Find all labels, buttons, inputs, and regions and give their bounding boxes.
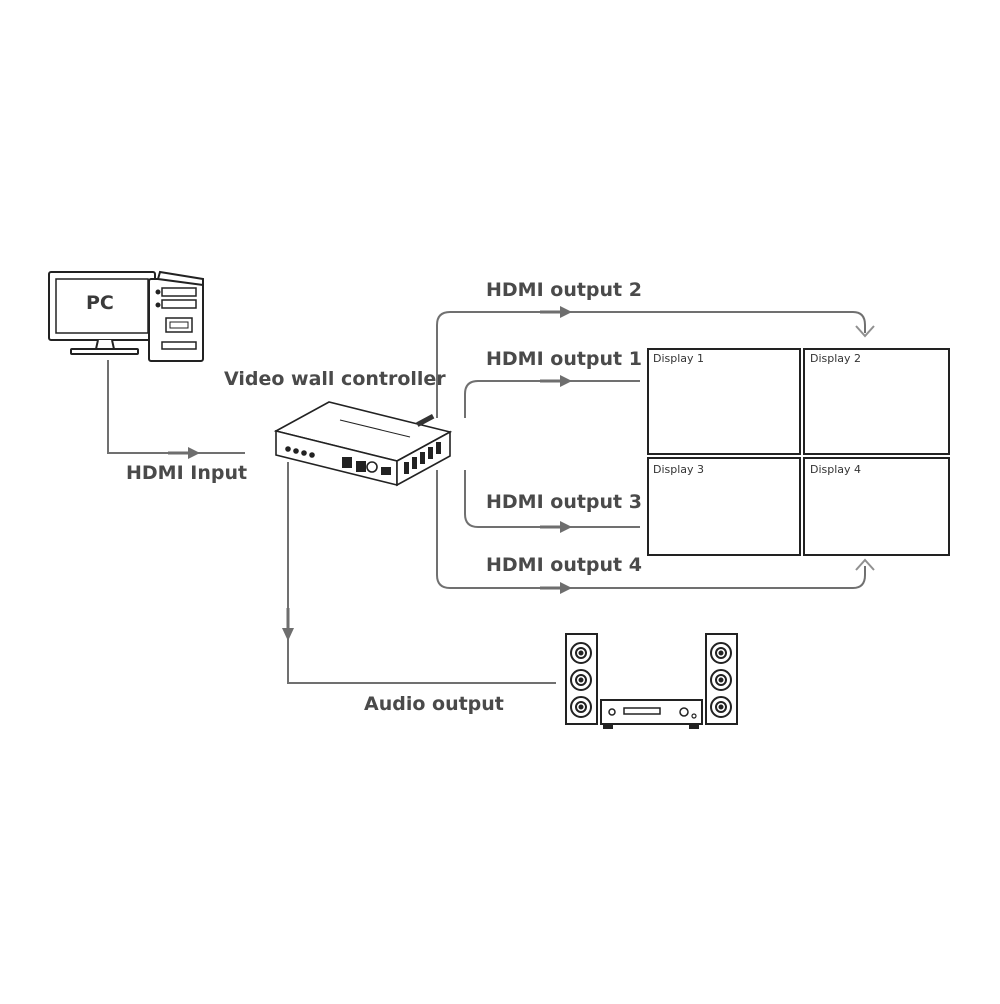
hdmi-output-2-line <box>436 311 866 418</box>
display-3-label: Display 3 <box>653 463 705 476</box>
arrow-output-4 <box>540 582 572 594</box>
pc-monitor-stand <box>94 339 116 350</box>
display-1-panel <box>647 348 801 455</box>
left-speaker-icon <box>565 633 598 725</box>
arrow-output-3 <box>540 521 572 533</box>
pc-label: PC <box>86 292 114 314</box>
chevron-down-icon <box>855 325 875 338</box>
right-speaker-icon <box>705 633 738 725</box>
hdmi-output-3-line <box>464 470 640 528</box>
hdmi-input-label: HDMI Input <box>126 462 248 484</box>
flow-arrows <box>168 306 572 641</box>
display-3-panel <box>647 457 801 556</box>
display-2-panel <box>803 348 950 455</box>
arrow-hdmi-input <box>168 447 200 459</box>
chevron-up-icon <box>855 558 875 571</box>
audio-system-icon <box>565 633 738 729</box>
display-4-panel <box>803 457 950 556</box>
arrow-audio-down <box>282 608 294 641</box>
arrow-output-1 <box>540 375 572 387</box>
video-wall-controller-device <box>273 401 453 487</box>
hdmi-output-1-label: HDMI output 1 <box>486 348 642 370</box>
audio-output-label: Audio output <box>364 693 504 715</box>
display-chevrons <box>855 325 875 571</box>
connection-lines <box>107 311 866 684</box>
hdmi-output-4-line <box>436 470 866 589</box>
hdmi-output-3-label: HDMI output 3 <box>486 491 642 513</box>
amplifier-icon <box>600 699 703 729</box>
display-wall <box>647 348 950 556</box>
arrow-output-2 <box>540 306 572 318</box>
audio-output-line <box>287 462 556 684</box>
display-2-label: Display 2 <box>810 352 862 365</box>
hdmi-output-4-label: HDMI output 4 <box>486 554 642 576</box>
hdmi-output-2-label: HDMI output 2 <box>486 279 642 301</box>
display-4-label: Display 4 <box>810 463 862 476</box>
controller-label: Video wall controller <box>224 368 446 390</box>
hdmi-output-1-line <box>464 380 640 418</box>
pc-icon <box>48 270 204 362</box>
pc-tower-icon <box>148 270 204 362</box>
display-1-label: Display 1 <box>653 352 705 365</box>
